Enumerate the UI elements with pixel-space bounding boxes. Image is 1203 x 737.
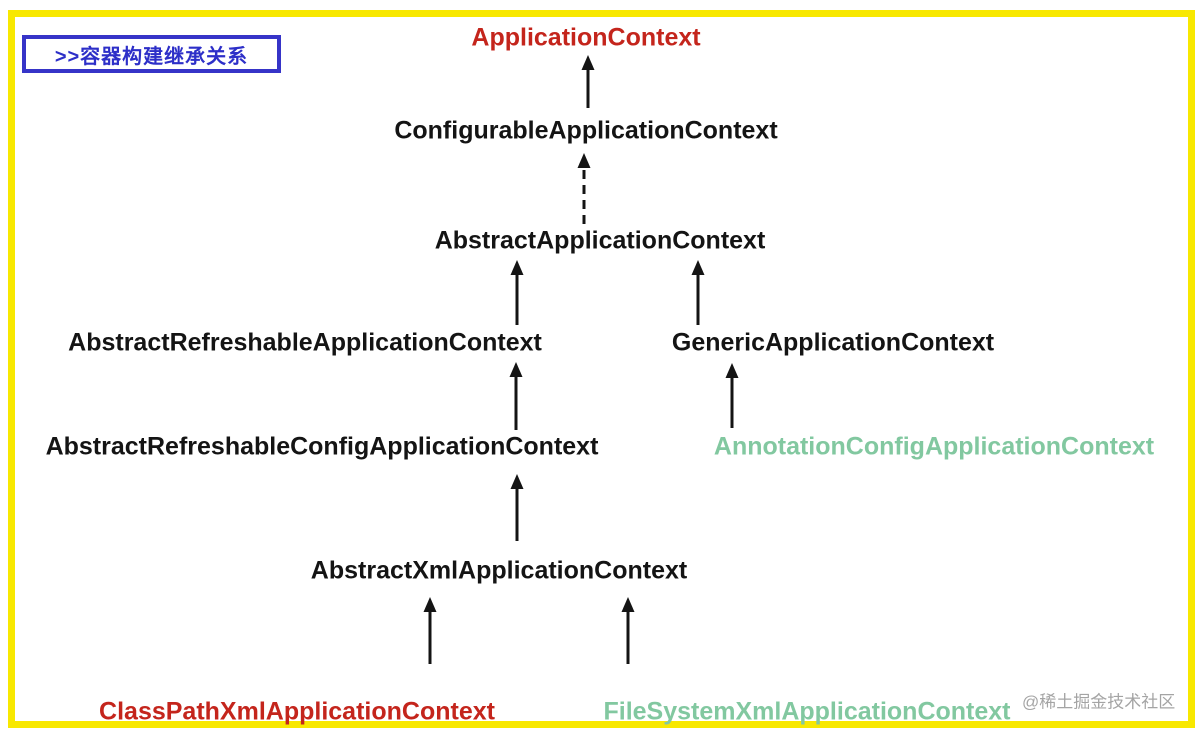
arrowhead-annotation-config-application-context-to-generic-application-context	[725, 363, 739, 378]
title-text: >>容器构建继承关系	[54, 45, 249, 68]
arrowhead-abstract-xml-application-context-to-abstract-refreshable-config-application-context	[510, 474, 524, 489]
arrowhead-abstract-refreshable-config-application-context-to-abstract-refreshable-application-context	[509, 362, 523, 377]
class-node-generic-application-context: GenericApplicationContext	[671, 328, 995, 357]
title-box: >>容器构建继承关系	[22, 35, 281, 73]
class-node-annotation-config-application-context: AnnotationConfigApplicationContext	[713, 432, 1155, 461]
arrowhead-class-path-xml-application-context-to-abstract-xml-application-context	[423, 597, 437, 612]
arrowhead-abstract-application-context-to-configurable-application-context	[577, 153, 591, 168]
class-node-application-context: ApplicationContext	[471, 23, 701, 52]
class-node-abstract-refreshable-application-context: AbstractRefreshableApplicationContext	[68, 328, 542, 357]
class-node-abstract-xml-application-context: AbstractXmlApplicationContext	[310, 556, 688, 585]
class-node-file-system-xml-application-context: FileSystemXmlApplicationContext	[603, 697, 1011, 726]
class-node-configurable-application-context: ConfigurableApplicationContext	[394, 116, 778, 145]
class-node-class-path-xml-application-context: ClassPathXmlApplicationContext	[99, 697, 495, 726]
arrowhead-abstract-refreshable-application-context-to-abstract-application-context	[510, 260, 524, 275]
arrowhead-generic-application-context-to-abstract-application-context	[691, 260, 705, 275]
arrowhead-configurable-application-context-to-application-context	[581, 55, 595, 70]
class-node-abstract-application-context: AbstractApplicationContext	[434, 226, 766, 255]
class-node-abstract-refreshable-config-application-context: AbstractRefreshableConfigApplicationCont…	[45, 432, 599, 461]
arrowhead-file-system-xml-application-context-to-abstract-xml-application-context	[621, 597, 635, 612]
watermark: @稀土掘金技术社区	[1022, 692, 1176, 712]
